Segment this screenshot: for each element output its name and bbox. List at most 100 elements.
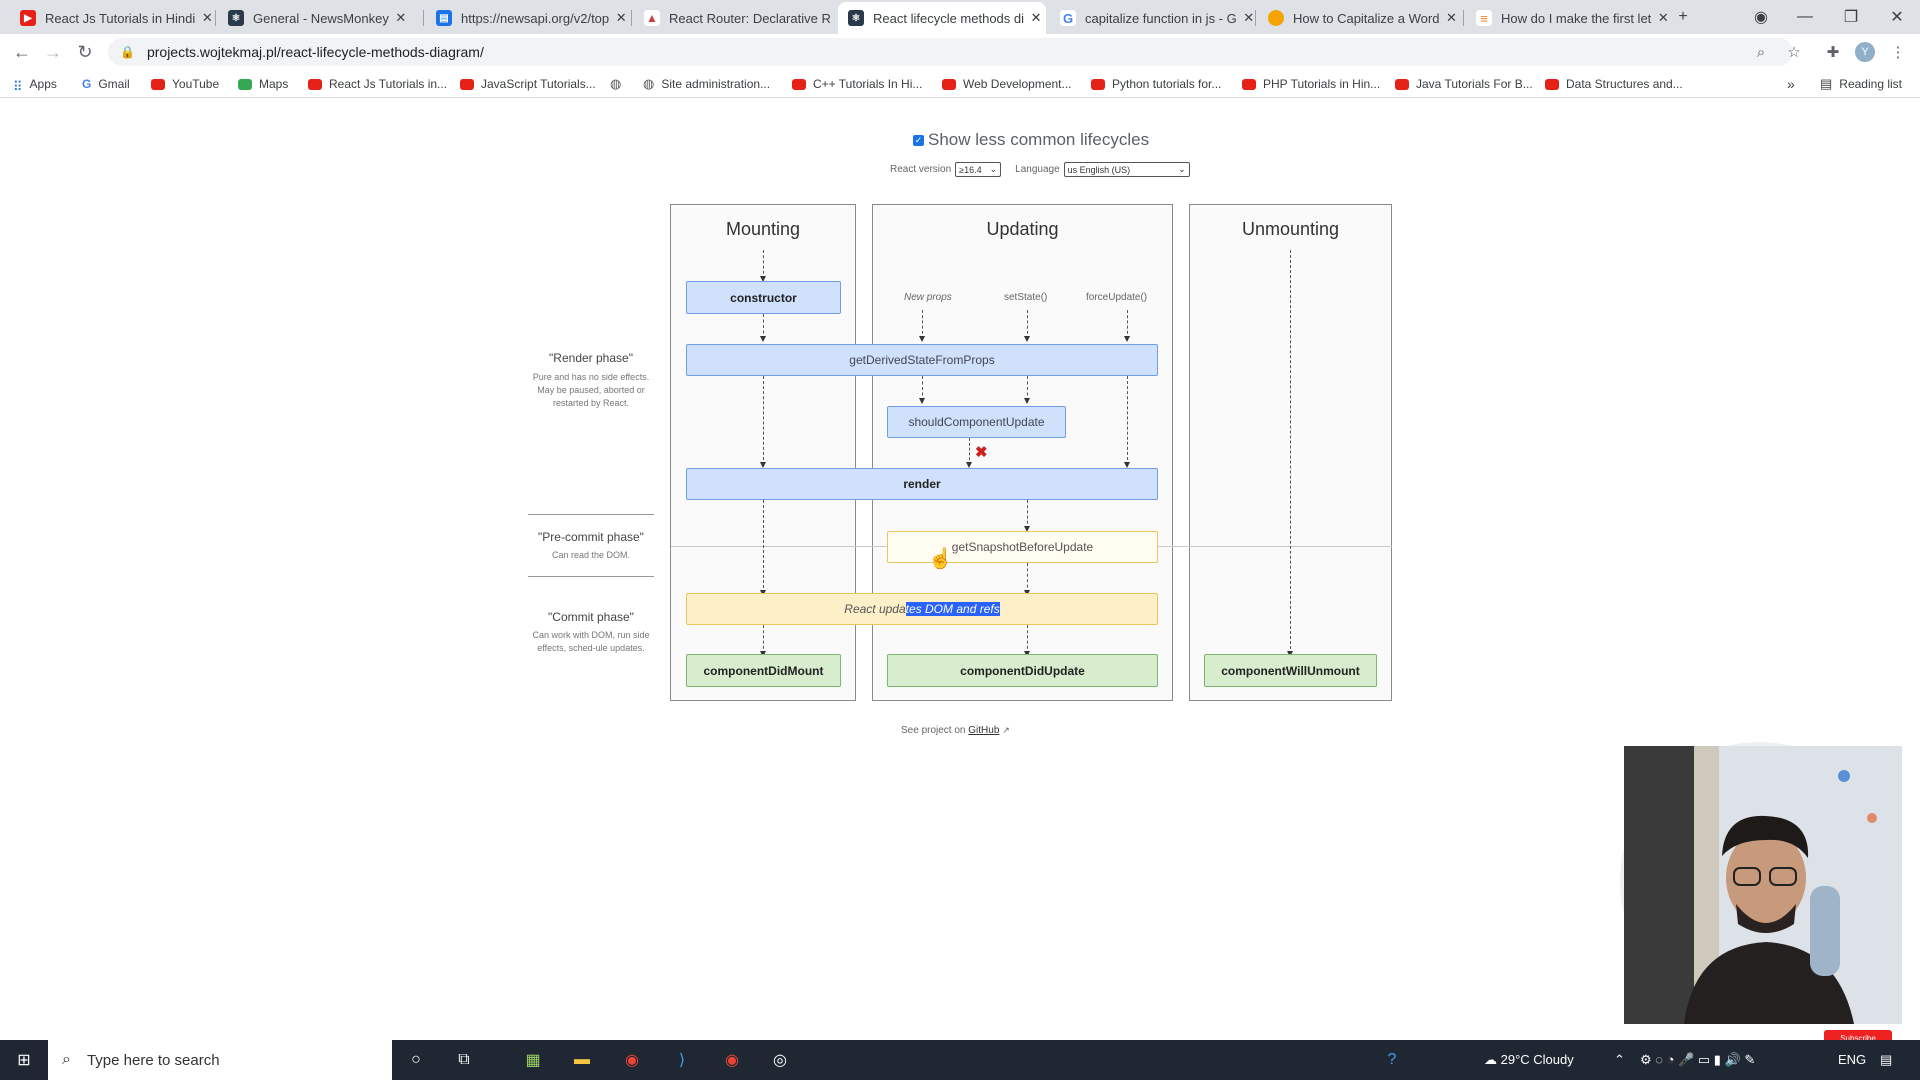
youtube-icon — [151, 78, 165, 90]
bookmark-label: Data Structures and... — [1566, 77, 1683, 91]
tab-capitalize-google[interactable]: G capitalize function in js - G ✕ — [1050, 2, 1254, 34]
restore-button[interactable]: ❐ — [1843, 9, 1859, 26]
menu-icon[interactable]: ⋮ — [1890, 44, 1906, 61]
tab-react-tutorials[interactable]: ▶ React Js Tutorials in Hindi ✕ — [10, 2, 213, 34]
tray-icons[interactable]: ⚙ ◌ ◔ 🎤 ▭ ▮ 🔊 ✎ — [1640, 1052, 1756, 1067]
bookmark-label: Python tutorials for... — [1112, 77, 1222, 91]
bookmark-webdev[interactable]: Web Development... — [942, 75, 1072, 93]
url-text[interactable]: projects.wojtekmaj.pl/react-lifecycle-me… — [146, 44, 484, 60]
reading-list-icon: ▤ — [1820, 76, 1833, 91]
render-method[interactable]: render — [686, 468, 1158, 500]
close-icon[interactable]: ✕ — [615, 10, 627, 25]
bookmark-php[interactable]: PHP Tutorials in Hin... — [1242, 75, 1380, 93]
stackoverflow-icon: ≡ — [1476, 10, 1492, 26]
vscode-icon[interactable]: ⟩ — [678, 1052, 686, 1069]
youtube-icon — [792, 78, 806, 90]
updating-heading: Updating — [986, 219, 1059, 239]
windows-start-icon[interactable]: ⊞ — [17, 1052, 31, 1069]
browser-toolbar: ← → ↻ 🔒 projects.wojtekmaj.pl/react-life… — [0, 34, 1920, 70]
bookmark-label: Apps — [29, 77, 57, 91]
close-icon[interactable]: ✕ — [1030, 10, 1042, 25]
bookmark-star-icon[interactable]: ☆ — [1787, 44, 1801, 61]
reload-button[interactable]: ↻ — [77, 41, 93, 62]
bookmark-javascript[interactable]: JavaScript Tutorials... — [460, 75, 596, 93]
zoom-icon[interactable]: ⌕ — [1756, 43, 1766, 61]
reading-list[interactable]: ▤Reading list — [1820, 75, 1902, 93]
new-tab-button[interactable]: + — [1678, 8, 1688, 25]
tab-stackoverflow[interactable]: ≡ How do I make the first let ✕ — [1466, 2, 1669, 34]
bookmark-site-admin[interactable]: ◍Site administration... — [643, 75, 770, 93]
close-icon[interactable]: ✕ — [395, 10, 407, 25]
tab-react-lifecycle[interactable]: ⚛ React lifecycle methods di ✕ — [838, 2, 1046, 34]
close-icon[interactable]: ✕ — [1445, 10, 1457, 25]
profile-avatar[interactable]: Y — [1855, 42, 1875, 62]
componentdidmount-method[interactable]: componentDidMount — [686, 654, 841, 687]
flow-line — [763, 625, 764, 654]
notification-icon[interactable]: ▤ — [1880, 1052, 1893, 1067]
tab-newsmonkey[interactable]: ⚛ General - NewsMonkey ✕ — [218, 2, 418, 34]
lock-icon[interactable]: 🔒 — [120, 45, 135, 59]
bookmark-apps[interactable]: ⠿Apps — [13, 75, 57, 94]
language-label: Language — [1015, 164, 1060, 175]
react-version-select[interactable]: ≥16.4⌄ — [955, 162, 1002, 177]
tab-capitalize-word[interactable]: How to Capitalize a Word ✕ — [1258, 2, 1458, 34]
arrow-icon — [1024, 398, 1030, 404]
more-bookmarks-icon[interactable]: » — [1787, 76, 1795, 92]
back-button[interactable]: ← — [13, 41, 31, 62]
weather-widget[interactable]: ☁ 29°C Cloudy — [1484, 1052, 1574, 1068]
youtube-icon — [308, 78, 322, 90]
tab-search-icon[interactable]: ◉ — [1754, 9, 1768, 26]
phase-separator — [528, 576, 654, 577]
constructor-method[interactable]: constructor — [686, 281, 841, 314]
close-icon[interactable]: ✕ — [1243, 10, 1255, 25]
input-language[interactable]: ENG — [1838, 1052, 1867, 1067]
forward-button[interactable]: → — [44, 41, 62, 62]
tray-chevron-icon[interactable]: ⌃ — [1614, 1052, 1625, 1067]
bookmark-dsa[interactable]: Data Structures and... — [1545, 75, 1683, 93]
search-placeholder: Type here to search — [86, 1051, 220, 1069]
taskbar-search[interactable]: ⌕ Type here to search — [48, 1040, 392, 1080]
tab-newsapi[interactable]: ▤ https://newsapi.org/v2/top ✕ — [426, 2, 627, 34]
checkbox[interactable]: ✓ — [913, 134, 924, 146]
file-explorer-icon[interactable]: ▬ — [574, 1051, 590, 1068]
componentdidupdate-method[interactable]: componentDidUpdate — [887, 654, 1158, 687]
flow-line — [763, 314, 764, 339]
show-less-common-toggle[interactable]: ✓ Show less common lifecycles — [913, 130, 1149, 150]
componentwillunmount-method[interactable]: componentWillUnmount — [1204, 654, 1377, 687]
chevron-down-icon: ⌄ — [989, 164, 998, 174]
cortana-icon[interactable]: ○ — [411, 1051, 421, 1068]
tab-react-router[interactable]: ▲ React Router: Declarative R ✕ — [634, 2, 848, 34]
bookmark-python[interactable]: Python tutorials for... — [1091, 75, 1221, 93]
close-window-button[interactable]: ✕ — [1890, 9, 1904, 26]
github-link[interactable]: GitHub — [968, 725, 1000, 736]
arrow-icon — [1124, 462, 1130, 468]
chrome-icon[interactable]: ◉ — [625, 1052, 639, 1069]
language-select[interactable]: us English (US)⌄ — [1063, 162, 1190, 177]
getsnapshotbeforeupdate-method[interactable]: getSnapshotBeforeUpdate — [887, 531, 1158, 563]
close-icon[interactable]: ✕ — [201, 10, 213, 25]
obs-icon[interactable]: ◎ — [773, 1052, 787, 1069]
bookmark-globe[interactable]: ◍ — [610, 75, 621, 93]
forceupdate-label: forceUpdate() — [1086, 292, 1148, 303]
task-view-icon[interactable]: ⧉ — [458, 1051, 470, 1068]
bookmark-maps[interactable]: Maps — [238, 75, 288, 93]
bookmark-java[interactable]: Java Tutorials For B... — [1395, 75, 1533, 93]
help-icon[interactable]: ? — [1387, 1051, 1397, 1068]
notepad-icon[interactable]: ▦ — [525, 1052, 541, 1069]
close-icon[interactable]: ✕ — [1657, 10, 1669, 25]
bookmark-youtube[interactable]: YouTube — [151, 75, 219, 93]
chrome-active-icon[interactable]: ◉ — [725, 1052, 739, 1069]
extensions-icon[interactable]: ✚ — [1826, 44, 1840, 61]
globe-icon: ◍ — [643, 76, 655, 91]
bookmark-cpp[interactable]: C++ Tutorials In Hi... — [792, 75, 922, 93]
getderivedstatefromprops-method[interactable]: getDerivedStateFromProps — [686, 344, 1158, 376]
address-bar[interactable]: 🔒 projects.wojtekmaj.pl/react-lifecycle-… — [108, 38, 1793, 66]
bookmark-react-tutorials[interactable]: React Js Tutorials in... — [308, 75, 447, 93]
arrow-icon — [1024, 526, 1030, 532]
flow-line — [1290, 250, 1291, 654]
bookmark-label: Gmail — [98, 77, 130, 91]
minimize-button[interactable]: — — [1797, 8, 1813, 25]
shouldcomponentupdate-method[interactable]: shouldComponentUpdate — [887, 406, 1066, 438]
